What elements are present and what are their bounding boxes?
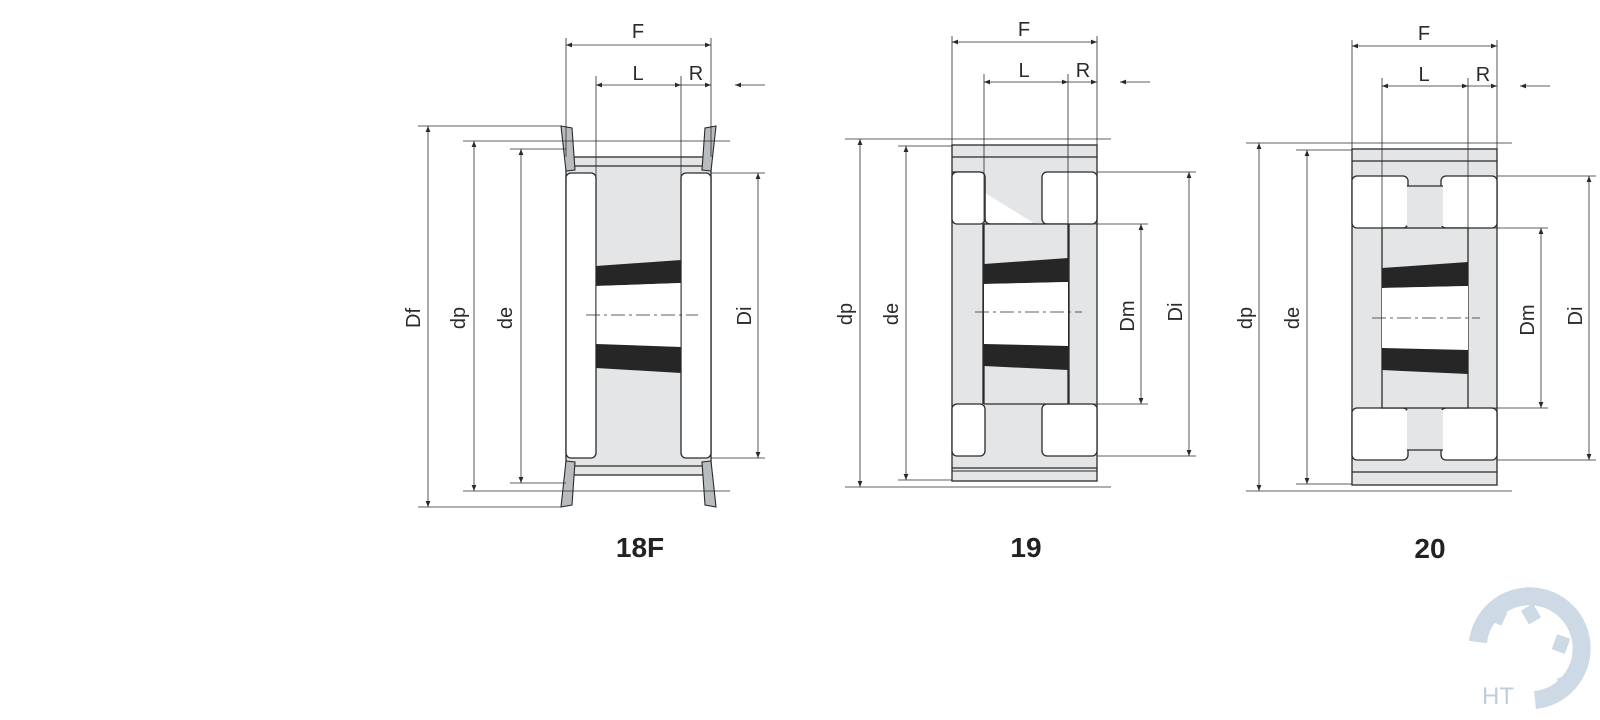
right-upper-recess <box>1440 175 1498 229</box>
right-lower-recess <box>1041 403 1098 457</box>
label-r: R <box>1076 60 1090 82</box>
label-r: R <box>689 63 703 85</box>
right-upper-recess <box>1041 171 1098 225</box>
label-r: R <box>1476 64 1490 86</box>
label-dp: dp <box>1235 307 1257 329</box>
label-f: F <box>632 21 644 43</box>
label-f: F <box>1018 19 1030 41</box>
label-di: Di <box>1165 303 1187 322</box>
logo-text: HT <box>1482 683 1514 710</box>
left-lower-recess <box>951 403 986 457</box>
flange-bottom-left <box>560 460 576 508</box>
flange-top-right <box>701 125 717 172</box>
bush-lower <box>1382 348 1468 374</box>
watermark-logo: HT <box>1469 587 1591 710</box>
lower-web <box>1407 410 1443 450</box>
bush-upper <box>984 258 1068 284</box>
right-lower-recess <box>1440 407 1498 461</box>
label-df: Df <box>403 308 425 328</box>
label-dm: Dm <box>1117 300 1139 331</box>
figure-18f: F L R Df dp de Di 18F <box>403 21 765 563</box>
label-de: de <box>881 303 903 325</box>
pulley-outline <box>1351 148 1498 486</box>
caption-20: 20 <box>1414 533 1445 564</box>
label-l: L <box>1018 60 1029 82</box>
label-dp: dp <box>835 303 857 325</box>
flange-bottom-right <box>701 460 717 508</box>
caption-18f: 18F <box>616 532 664 563</box>
label-di: Di <box>1565 307 1587 326</box>
figure-20: F L R dp de Dm Di 20 <box>1235 23 1596 564</box>
pulley-outline <box>951 144 1098 482</box>
upper-web <box>1407 186 1443 226</box>
left-recess <box>565 172 597 459</box>
label-di: Di <box>734 307 756 326</box>
label-dp: dp <box>448 307 470 329</box>
figure-19: F L R dp de Dm Di 19 <box>835 19 1196 563</box>
left-upper-recess <box>1351 175 1409 229</box>
label-de: de <box>1282 307 1304 329</box>
right-recess <box>680 172 712 459</box>
label-l: L <box>1418 64 1429 86</box>
bush-lower <box>596 344 681 373</box>
left-upper-recess <box>951 171 986 225</box>
label-dm: Dm <box>1517 304 1539 335</box>
gear-icon <box>1469 587 1591 709</box>
left-lower-recess <box>1351 407 1409 461</box>
label-f: F <box>1418 23 1430 45</box>
flange-top-left <box>560 125 576 172</box>
bush-upper <box>596 260 681 286</box>
caption-19: 19 <box>1010 532 1041 563</box>
label-l: L <box>632 63 643 85</box>
bush-lower <box>984 344 1068 370</box>
label-de: de <box>495 307 517 329</box>
bush-upper <box>1382 262 1468 288</box>
